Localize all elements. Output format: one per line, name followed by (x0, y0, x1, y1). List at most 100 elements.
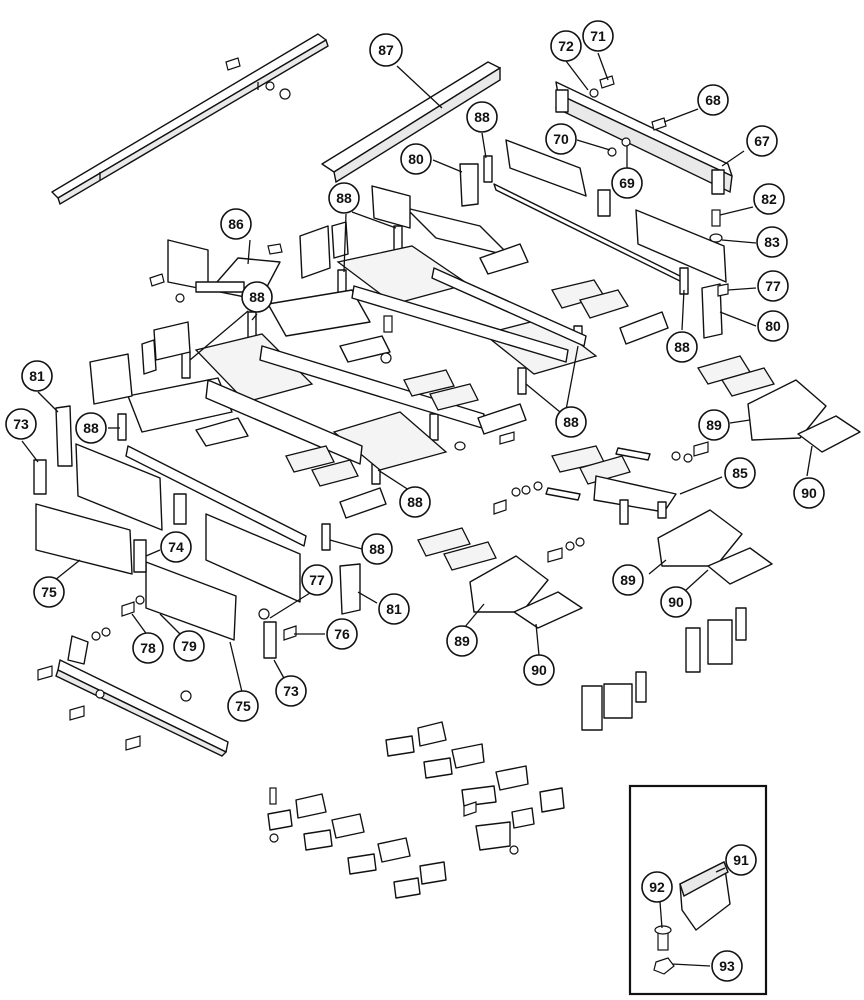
callout-77-right: 77 (757, 270, 789, 302)
svg-text:81: 81 (29, 368, 45, 384)
rear-panel-a (505, 139, 587, 197)
svg-text:88: 88 (83, 420, 99, 436)
callout-75-left: 75 (33, 576, 65, 608)
svg-text:87: 87 (378, 42, 394, 58)
svg-text:88: 88 (369, 541, 385, 557)
callout-92: 92 (641, 871, 673, 903)
small-bracket-a (597, 189, 611, 217)
callout-81-left: 81 (21, 360, 53, 392)
callout-73-left: 73 (5, 408, 37, 440)
svg-text:80: 80 (765, 318, 781, 334)
svg-text:77: 77 (765, 278, 781, 294)
callout-89-lower: 89 (446, 625, 478, 657)
callout-77-lower: 77 (301, 564, 333, 596)
rear-panel-b (635, 209, 727, 283)
leader-lines (21, 52, 813, 967)
block-80-top (459, 163, 479, 207)
callout-67: 67 (746, 125, 778, 157)
svg-text:76: 76 (334, 626, 350, 642)
svg-text:85: 85 (732, 465, 748, 481)
svg-text:92: 92 (649, 879, 665, 895)
callout-90-lower: 90 (523, 654, 555, 686)
callout-87: 87 (369, 33, 403, 67)
callout-88-mid: 88 (399, 486, 431, 518)
svg-text:90: 90 (531, 662, 547, 678)
cross-rails (125, 267, 587, 547)
callout-80-right: 80 (757, 310, 789, 342)
callout-68: 68 (697, 84, 729, 116)
svg-text:71: 71 (590, 28, 606, 44)
svg-text:73: 73 (13, 416, 29, 432)
callout-82: 82 (753, 183, 785, 215)
grates (285, 279, 776, 571)
callout-78: 78 (132, 632, 164, 664)
nut-77-top (717, 283, 729, 297)
callout-88-right: 88 (666, 331, 698, 363)
rail-87 (321, 61, 501, 184)
callout-86: 86 (220, 208, 252, 240)
callout-83: 83 (756, 226, 788, 258)
rollers (339, 311, 669, 519)
svg-text:81: 81 (386, 601, 402, 617)
callout-80-top: 80 (400, 143, 432, 175)
callout-88-center: 88 (328, 182, 360, 214)
callout-90-mid: 90 (660, 586, 692, 618)
svg-text:75: 75 (235, 698, 251, 714)
callout-85: 85 (724, 457, 756, 489)
svg-text:68: 68 (705, 92, 721, 108)
rail-67 (555, 75, 733, 195)
svg-text:89: 89 (454, 633, 470, 649)
callout-93: 93 (711, 950, 743, 982)
bracket-86 (149, 243, 393, 364)
svg-text:88: 88 (474, 109, 490, 125)
svg-text:79: 79 (181, 638, 197, 654)
washer-83 (709, 233, 723, 243)
svg-text:88: 88 (336, 190, 352, 206)
strips-88 (117, 155, 689, 551)
svg-text:88: 88 (674, 339, 690, 355)
svg-text:83: 83 (764, 234, 780, 250)
callout-90-right: 90 (793, 477, 825, 509)
callout-88-mid-right: 88 (555, 406, 587, 438)
callout-91: 91 (725, 844, 757, 876)
right-brackets (581, 607, 747, 731)
svg-text:74: 74 (168, 539, 184, 555)
svg-text:90: 90 (668, 594, 684, 610)
callout-89-mid: 89 (612, 564, 644, 596)
svg-text:67: 67 (754, 133, 770, 149)
bolt-82 (711, 209, 721, 227)
callout-75-lower: 75 (227, 690, 259, 722)
top-left-rail (51, 33, 329, 206)
callout-70: 70 (545, 123, 577, 155)
callout-88-left-upper: 88 (241, 281, 273, 313)
callout-71: 71 (582, 20, 614, 52)
trays-89 (469, 379, 827, 613)
callout-73-lower: 73 (275, 675, 307, 707)
svg-text:78: 78 (140, 640, 156, 656)
svg-text:70: 70 (553, 131, 569, 147)
svg-text:80: 80 (408, 151, 424, 167)
svg-text:77: 77 (309, 572, 325, 588)
callout-72: 72 (550, 30, 582, 62)
svg-text:75: 75 (41, 584, 57, 600)
block-80-right (701, 283, 723, 339)
callout-76: 76 (326, 618, 358, 650)
callout-88-left: 88 (75, 412, 107, 444)
lower-brackets (267, 721, 565, 899)
left-end-assembly (33, 405, 361, 659)
svg-text:88: 88 (249, 289, 265, 305)
svg-text:86: 86 (228, 216, 244, 232)
parts-artwork (33, 33, 861, 996)
svg-text:89: 89 (620, 572, 636, 588)
svg-text:73: 73 (283, 683, 299, 699)
svg-text:69: 69 (619, 175, 635, 191)
callout-88-top: 88 (466, 101, 498, 133)
callouts: 87 72 71 68 88 70 67 80 69 82 83 86 88 7… (5, 20, 825, 982)
deck-plates (89, 185, 598, 471)
svg-text:90: 90 (801, 485, 817, 501)
svg-text:82: 82 (761, 191, 777, 207)
callout-89-right: 89 (698, 409, 730, 441)
plates-90 (513, 415, 861, 629)
callout-69: 69 (611, 167, 643, 199)
